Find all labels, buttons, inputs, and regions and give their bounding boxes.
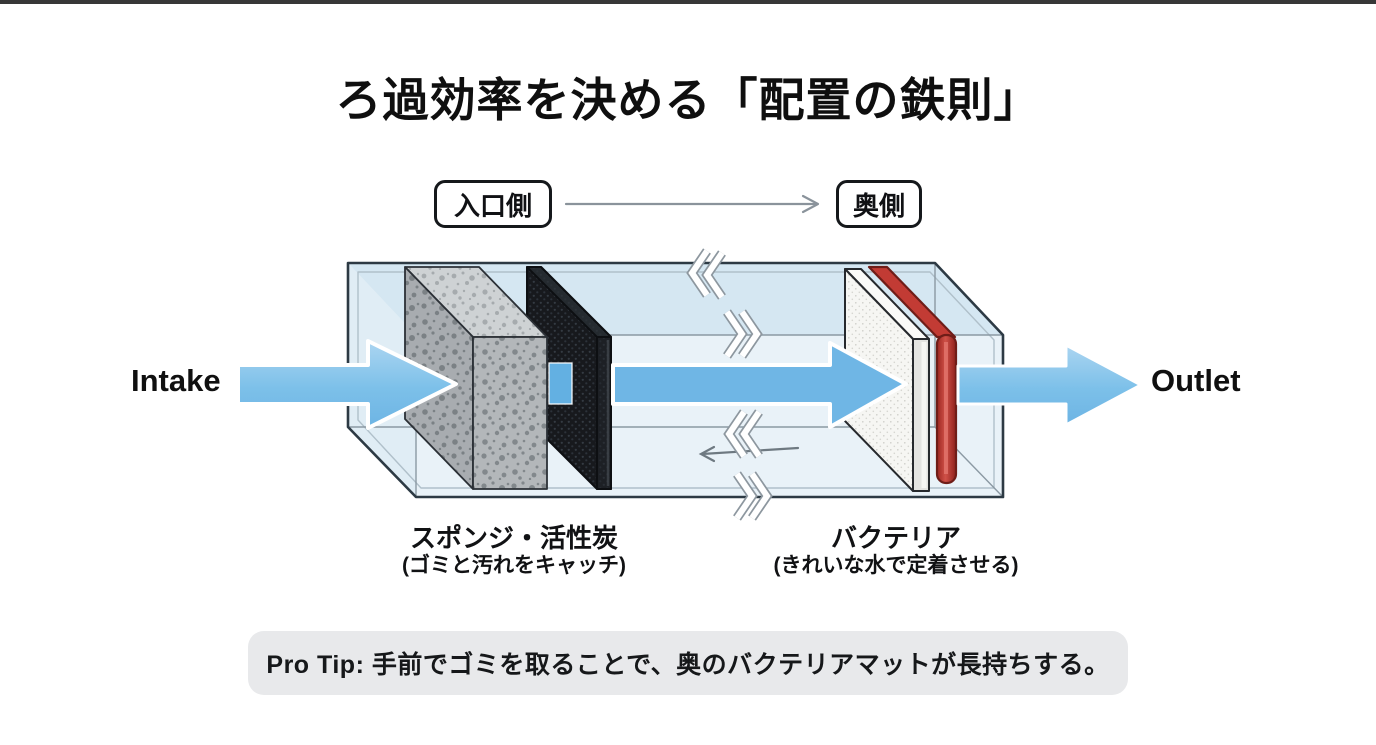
intake-arrow-icon [236,339,458,430]
break-mark-lower-icon [723,409,763,459]
outlet-label: Outlet [1151,363,1241,398]
sponge-block [404,266,548,490]
break-mark-upper-icon [723,309,763,359]
pro-tip-box: Pro Tip: 手前でゴミを取ることで、奥のバクテリアマットが長持ちする。 [248,631,1128,695]
break-mark-top-icon [686,248,726,300]
break-mark-bottom-icon [733,471,773,521]
back-side-label: 奥側 [852,190,905,221]
inlet-side-label: 入口側 [453,190,532,221]
top-border-line [0,0,1376,4]
pro-tip-text: Pro Tip: 手前でゴミを取ることで、奥のバクテリアマットが長持ちする。 [266,651,1110,679]
bacteria-mat-red [867,265,958,485]
inlet-side-badge: 入口側 [434,180,552,228]
intake-label: Intake [131,363,221,398]
flow-arrow-icon [611,341,908,429]
back-side-badge: 奥側 [836,180,922,228]
sponge-carbon-label: スポンジ・活性炭 [409,523,618,553]
page-title: ろ過効率を決める「配置の鉄則」 [335,74,1041,126]
bacteria-label: バクテリア [830,523,961,553]
bacteria-desc: (きれいな水で定着させる) [773,554,1019,577]
flow-gap-square [548,362,573,405]
sponge-carbon-desc: (ゴミと汚れをキャッチ) [402,554,626,577]
outlet-arrow-icon [956,343,1143,427]
direction-arrow-icon [564,194,820,214]
